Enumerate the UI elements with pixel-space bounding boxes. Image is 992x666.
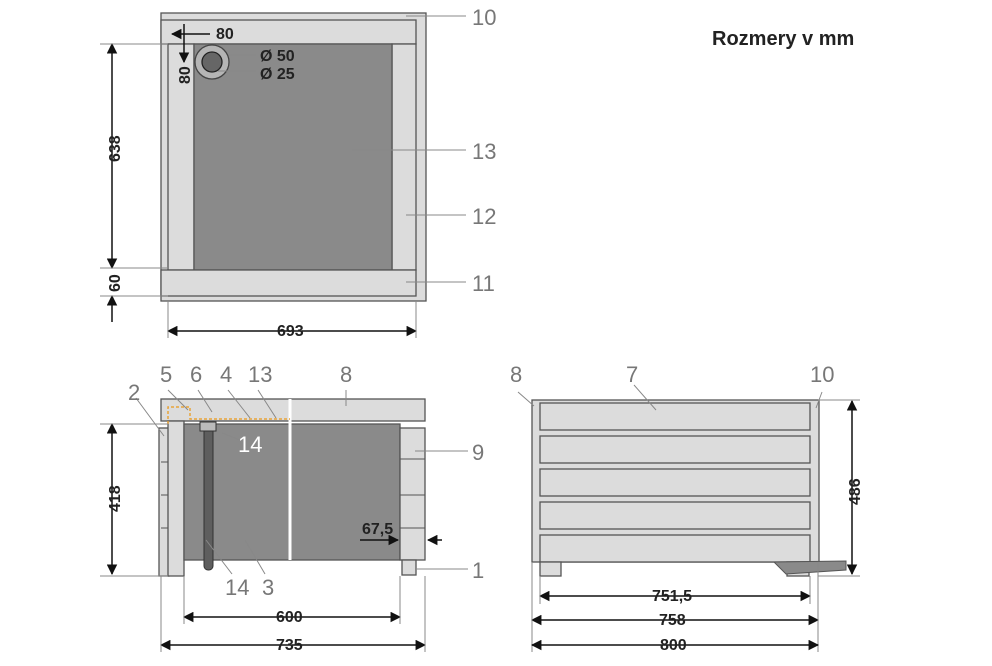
part-6: 6	[190, 362, 202, 387]
side-foot	[401, 559, 417, 576]
part-7: 7	[626, 362, 638, 387]
dim-758: 758	[659, 612, 686, 629]
front-view: 486 751,5 758 800 8 7 10	[510, 362, 864, 654]
top-back-board	[160, 19, 417, 45]
front-board-1	[539, 402, 811, 431]
dim-418: 418	[107, 485, 124, 512]
dim-60: 60	[107, 274, 124, 292]
top-view: 80 80 Ø 50 Ø 25 638 60 693 10 13 12 11	[100, 5, 496, 340]
front-board-5	[539, 534, 811, 563]
dim-486: 486	[847, 478, 864, 505]
part-14-lower: 14	[225, 575, 249, 600]
side-view: 418 67,5 600 735 2 5 6 4 13 8 14 9 1 14 …	[100, 362, 484, 654]
dim-638: 638	[107, 135, 124, 162]
dim-80-horizontal: 80	[216, 26, 234, 43]
dim-800: 800	[660, 637, 687, 654]
front-board-4	[539, 501, 811, 530]
part-2: 2	[128, 380, 140, 405]
side-right-post	[399, 427, 426, 561]
side-left-panel	[167, 420, 185, 577]
top-liner	[193, 43, 393, 271]
drain-outlet	[772, 560, 847, 575]
part-13-top: 13	[472, 139, 496, 164]
front-board-3	[539, 468, 811, 497]
front-board-2	[539, 435, 811, 464]
part-3: 3	[262, 575, 274, 600]
part-11-top: 11	[472, 271, 495, 296]
dim-67-5: 67,5	[362, 521, 393, 538]
dim-735: 735	[276, 637, 303, 654]
dim-600: 600	[276, 609, 303, 626]
side-liner	[183, 423, 401, 561]
units-title: Rozmery v mm	[712, 28, 855, 50]
drain-inner	[201, 51, 223, 73]
part-8-front: 8	[510, 362, 522, 387]
part-9: 9	[472, 440, 484, 465]
top-right-post	[391, 43, 417, 271]
front-foot-left	[539, 561, 562, 577]
dim-diameter-25: Ø 25	[260, 66, 295, 83]
dim-80-vertical: 80	[177, 66, 194, 84]
part-5: 5	[160, 362, 172, 387]
part-8-side: 8	[340, 362, 352, 387]
side-top-board	[160, 398, 426, 422]
part-10-front: 10	[810, 362, 834, 387]
part-4: 4	[220, 362, 232, 387]
top-front-board	[160, 269, 417, 297]
dim-diameter-50: Ø 50	[260, 48, 295, 65]
drain-fitting	[199, 421, 217, 432]
part-10-top: 10	[472, 5, 496, 30]
insulation-line	[167, 406, 290, 424]
dim-693: 693	[277, 323, 304, 340]
part-12-top: 12	[472, 204, 496, 229]
part-13-side: 13	[248, 362, 272, 387]
part-14-upper: 14	[238, 432, 262, 457]
dim-751-5: 751,5	[652, 588, 692, 605]
top-left-post	[167, 43, 195, 271]
part-1: 1	[472, 558, 484, 583]
